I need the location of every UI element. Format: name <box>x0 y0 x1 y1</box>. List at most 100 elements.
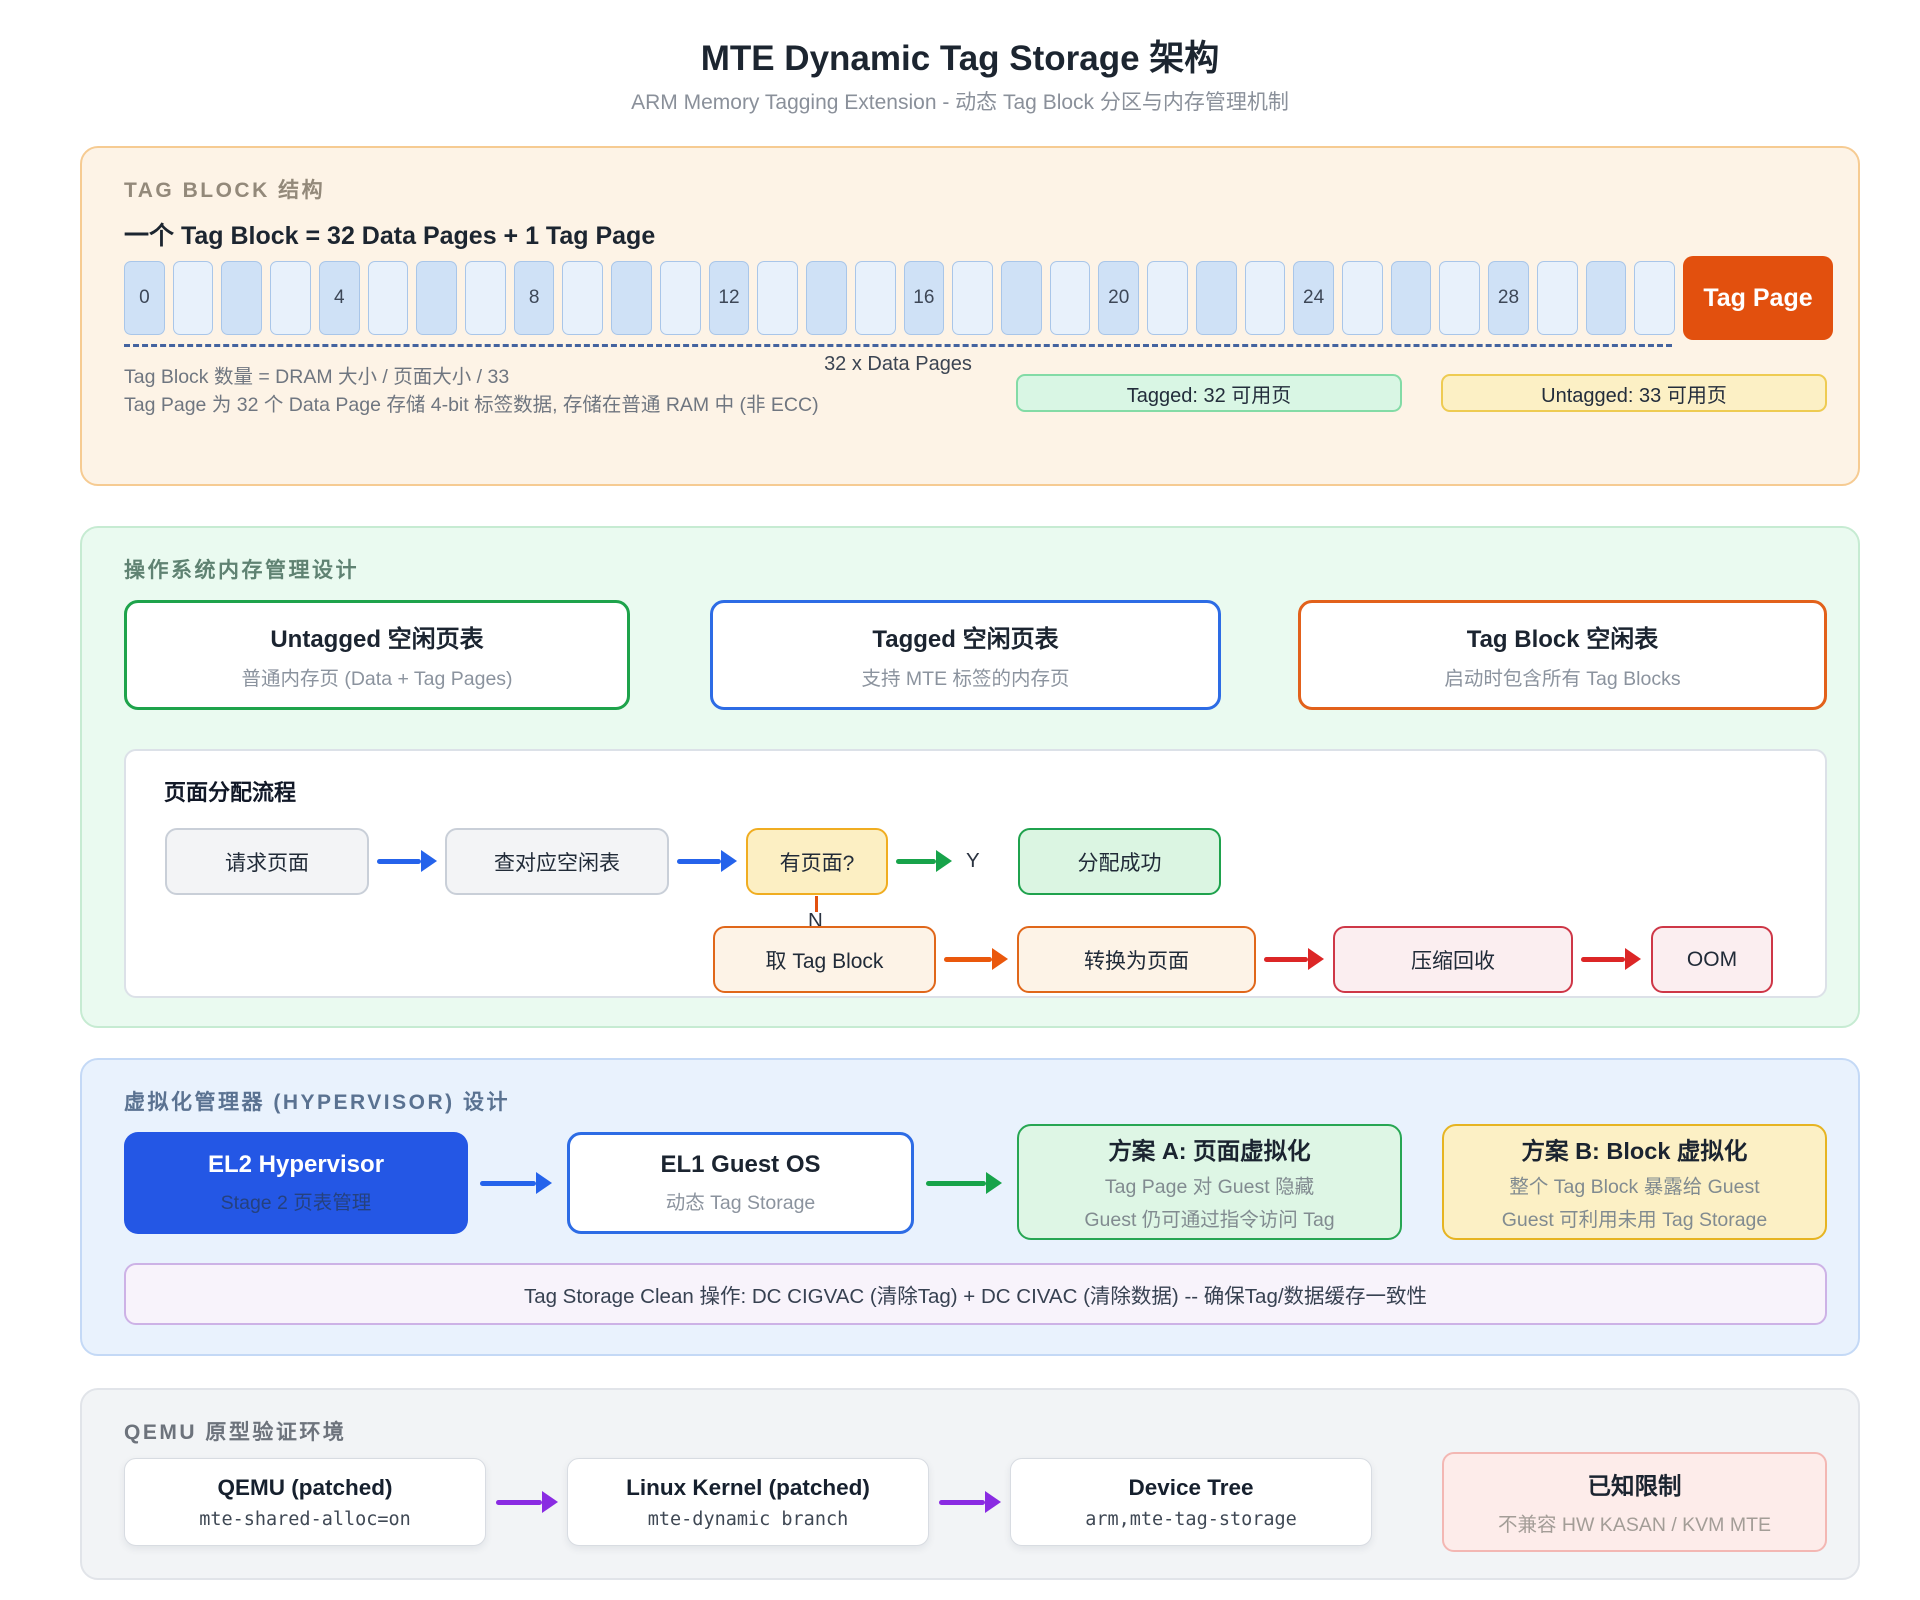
tagblock-freelist-subtitle: 启动时包含所有 Tag Blocks <box>1444 668 1681 690</box>
yes-label: Y <box>966 849 980 872</box>
data-page-cell: 16 <box>903 261 945 335</box>
arrow-right-icon <box>926 1172 1002 1194</box>
known-limits-subtitle: 不兼容 HW KASAN / KVM MTE <box>1497 1514 1772 1536</box>
el1-subtitle: 动态 Tag Storage <box>665 1192 816 1214</box>
arrow-right-icon <box>944 948 1008 970</box>
el1-guest-os-box: EL1 Guest OS 动态 Tag Storage <box>567 1132 914 1234</box>
data-page-cell <box>1536 261 1578 335</box>
device-tree-title: Device Tree <box>1128 1474 1254 1500</box>
data-page-cell: 12 <box>708 261 750 335</box>
os-section-title: 操作系统内存管理设计 <box>124 559 359 582</box>
page-title: MTE Dynamic Tag Storage 架构 <box>700 39 1220 78</box>
os-design-panel: 操作系统内存管理设计 Untagged 空闲页表 普通内存页 (Data + T… <box>80 526 1860 1028</box>
data-page-index: 8 <box>528 287 540 308</box>
data-page-cell <box>806 261 847 335</box>
data-page-cell <box>465 261 506 335</box>
data-page-cell: 24 <box>1293 261 1334 335</box>
tagged-freelist-title: Tagged 空闲页表 <box>872 626 1059 653</box>
kernel-step-box: Linux Kernel (patched) mte-dynamic branc… <box>567 1458 929 1546</box>
tag-page-box: Tag Page <box>1683 256 1833 340</box>
kernel-step-title: Linux Kernel (patched) <box>626 1474 870 1500</box>
data-page-cell: 4 <box>318 261 360 335</box>
untagged-pages-badge: Untagged: 33 可用页 <box>1441 374 1827 412</box>
device-tree-subtitle: arm,mte-tag-storage <box>1085 1508 1297 1530</box>
hypervisor-panel: 虚拟化管理器 (HYPERVISOR) 设计 EL2 Hypervisor St… <box>80 1058 1860 1356</box>
data-page-cell <box>952 261 993 335</box>
data-page-index: 16 <box>913 287 935 308</box>
data-page-cell <box>221 261 263 335</box>
plan-a-title: 方案 A: 页面虚拟化 <box>1108 1138 1311 1164</box>
arrow-right-icon <box>1581 948 1641 970</box>
arrow-right-icon <box>896 850 952 872</box>
data-page-cell <box>1147 261 1188 335</box>
arrow-right-icon <box>480 1172 552 1194</box>
untagged-freelist-box: Untagged 空闲页表 普通内存页 (Data + Tag Pages) <box>124 600 630 710</box>
data-pages-row: 0 4 8 12 16 20 24 28 Tag Page <box>124 256 1833 340</box>
qemu-step-box: QEMU (patched) mte-shared-alloc=on <box>124 1458 486 1546</box>
qemu-step-subtitle: mte-shared-alloc=on <box>199 1508 411 1530</box>
data-page-index: 12 <box>718 287 740 308</box>
arrow-right-icon <box>939 1491 1001 1513</box>
untagged-freelist-subtitle: 普通内存页 (Data + Tag Pages) <box>241 668 513 690</box>
flow-check-box: 查对应空闲表 <box>445 828 669 895</box>
el1-title: EL1 Guest OS <box>660 1151 821 1178</box>
data-page-cell: 28 <box>1488 261 1529 335</box>
arrow-right-icon <box>677 850 737 872</box>
data-page-index: 20 <box>1108 287 1130 308</box>
kernel-step-subtitle: mte-dynamic branch <box>647 1508 849 1530</box>
data-page-cell <box>1244 261 1286 335</box>
hypervisor-section-title: 虚拟化管理器 (HYPERVISOR) 设计 <box>124 1091 510 1114</box>
el2-hypervisor-box: EL2 Hypervisor Stage 2 页表管理 <box>124 1132 468 1234</box>
data-page-index: 28 <box>1497 287 1520 308</box>
flow-request-box: 请求页面 <box>165 828 369 895</box>
data-page-cell <box>611 261 652 335</box>
data-page-cell <box>416 261 458 335</box>
tag-storage-clean-note: Tag Storage Clean 操作: DC CIGVAC (清除Tag) … <box>124 1263 1827 1325</box>
plan-b-line2: Guest 可利用未用 Tag Storage <box>1501 1209 1768 1231</box>
data-page-cell <box>854 261 896 335</box>
data-page-cell: 20 <box>1098 261 1140 335</box>
data-page-cell <box>757 261 799 335</box>
data-page-cell <box>562 261 604 335</box>
tag-block-heading: 一个 Tag Block = 32 Data Pages + 1 Tag Pag… <box>124 222 656 250</box>
arrow-right-icon <box>496 1491 558 1513</box>
page-alloc-flow-title: 页面分配流程 <box>164 780 297 805</box>
plan-a-line1: Tag Page 对 Guest 隐藏 <box>1104 1176 1315 1198</box>
flow-oom-box: OOM <box>1651 926 1773 993</box>
tag-block-note-1: Tag Block 数量 = DRAM 大小 / 页面大小 / 33 <box>124 366 510 388</box>
arrow-right-icon <box>377 850 437 872</box>
data-page-cell <box>1341 261 1383 335</box>
data-page-cell <box>1390 261 1432 335</box>
tag-block-panel: TAG BLOCK 结构 一个 Tag Block = 32 Data Page… <box>80 146 1860 486</box>
data-page-cell <box>172 261 214 335</box>
data-page-cell <box>659 261 701 335</box>
tag-block-note-2: Tag Page 为 32 个 Data Page 存储 4-bit 标签数据,… <box>124 394 819 416</box>
data-page-cell <box>270 261 311 335</box>
plan-a-box: 方案 A: 页面虚拟化 Tag Page 对 Guest 隐藏 Guest 仍可… <box>1017 1124 1402 1240</box>
known-limits-title: 已知限制 <box>1587 1473 1682 1499</box>
flow-convert-box: 转换为页面 <box>1017 926 1256 993</box>
data-pages-bracket-line <box>124 344 1672 347</box>
untagged-freelist-title: Untagged 空闲页表 <box>270 626 484 653</box>
data-page-cell <box>1585 261 1627 335</box>
tagblock-freelist-title: Tag Block 空闲表 <box>1466 626 1659 653</box>
data-page-cell <box>1049 261 1091 335</box>
el2-title: EL2 Hypervisor <box>207 1151 385 1178</box>
qemu-step-title: QEMU (patched) <box>217 1474 393 1500</box>
no-branch-line <box>815 896 818 912</box>
qemu-section-title: QEMU 原型验证环境 <box>124 1421 347 1444</box>
tagged-pages-badge: Tagged: 32 可用页 <box>1016 374 1402 412</box>
flow-success-box: 分配成功 <box>1018 828 1221 895</box>
data-page-cell <box>1000 261 1042 335</box>
data-page-cell: 0 <box>124 261 165 335</box>
tagblock-freelist-box: Tag Block 空闲表 启动时包含所有 Tag Blocks <box>1298 600 1827 710</box>
qemu-panel: QEMU 原型验证环境 QEMU (patched) mte-shared-al… <box>80 1388 1860 1580</box>
tagged-freelist-box: Tagged 空闲页表 支持 MTE 标签的内存页 <box>710 600 1221 710</box>
data-page-cell: 8 <box>513 261 555 335</box>
data-page-index: 4 <box>333 287 345 308</box>
tagged-freelist-subtitle: 支持 MTE 标签的内存页 <box>861 668 1070 690</box>
page-subtitle: ARM Memory Tagging Extension - 动态 Tag Bl… <box>631 91 1289 114</box>
data-page-cell <box>367 261 409 335</box>
plan-a-line2: Guest 仍可通过指令访问 Tag <box>1084 1209 1335 1231</box>
el2-subtitle: Stage 2 页表管理 <box>220 1192 372 1214</box>
